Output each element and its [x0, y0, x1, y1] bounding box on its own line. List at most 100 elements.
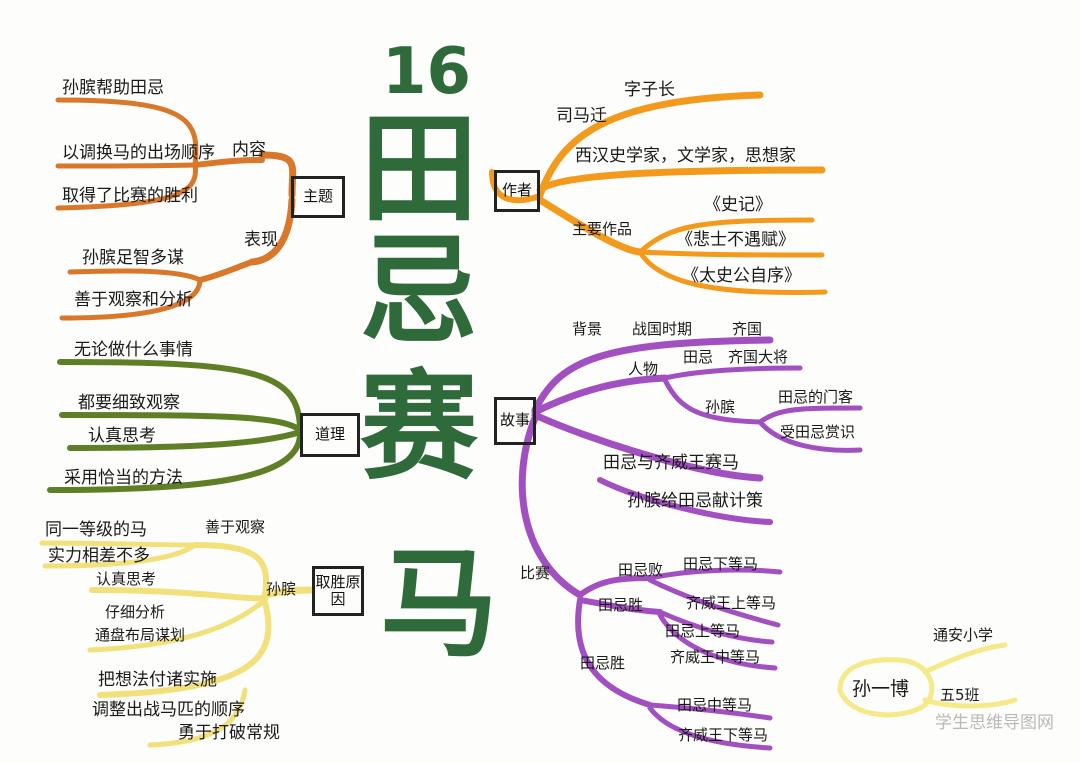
round3-item-1: 田忌中等马 — [677, 696, 753, 714]
author-courtesy: 字子长 — [624, 80, 675, 100]
round2-result: 田忌胜 — [598, 596, 644, 614]
author-work-2: 《悲士不遇赋》 — [676, 230, 795, 250]
reason-item-1: 无论做什么事情 — [74, 340, 193, 360]
tianji-desc: 齐国大将 — [728, 348, 789, 366]
story-branches — [518, 336, 863, 751]
round1-item-1: 田忌下等马 — [683, 555, 759, 573]
signature-line-school — [922, 642, 1008, 675]
signature-name: 孙一博 — [852, 678, 910, 700]
observe-line — [192, 542, 269, 598]
think-line — [89, 587, 268, 602]
act-line — [97, 599, 272, 698]
reason-item-2: 都要细致观察 — [78, 393, 180, 413]
author-works-label: 主要作品 — [572, 220, 633, 238]
signature-branches — [837, 642, 1018, 718]
reason-item-3: 认真思考 — [88, 426, 156, 446]
act-item-3: 勇于打破常规 — [178, 723, 280, 743]
round1-item-1 — [647, 567, 783, 581]
title-char-1: 田 — [360, 100, 479, 238]
act-item-2: 调整出战马匹的顺序 — [92, 700, 245, 720]
people-label: 人物 — [628, 360, 659, 378]
think-item-1: 仔细分析 — [105, 603, 166, 621]
plot-item-1: 田忌与齐威王赛马 — [603, 453, 739, 473]
observe-label: 善于观察 — [205, 518, 266, 536]
reason-line-2 — [59, 412, 303, 433]
work-line-1 — [637, 217, 815, 255]
round1-item-2: 齐威王上等马 — [686, 594, 777, 612]
tianji-name: 田忌 — [683, 348, 714, 366]
sunbin-line — [662, 377, 763, 425]
win-reason-box: 取胜原因 — [312, 566, 364, 616]
act-item-1: 把想法付诸实施 — [98, 670, 217, 690]
author-line-name — [536, 91, 764, 199]
reason-line-3 — [67, 429, 303, 451]
observe-item-2: 实力相差不多 — [48, 546, 150, 566]
author-line-works — [536, 196, 644, 256]
sunbin-desc-1: 田忌的门客 — [778, 388, 854, 406]
observe-item-1: 同一等级的马 — [45, 520, 147, 540]
round2-item-1 — [657, 609, 775, 645]
round3-result: 田忌胜 — [580, 654, 626, 672]
author-branches — [489, 91, 828, 295]
round3-line — [575, 597, 653, 708]
round3-item-2: 齐威王下等马 — [678, 726, 769, 744]
expression-line-1 — [67, 268, 203, 283]
watermark-text: 学生思维导图网 — [935, 713, 1054, 733]
author-line-desc — [536, 166, 826, 194]
think-item-line — [87, 597, 268, 653]
author-desc: 西汉史学家，文学家，思想家 — [575, 146, 796, 166]
plot-item-2: 孙膑给田忌献计策 — [627, 491, 763, 511]
reason-branches — [47, 359, 303, 493]
background-label: 背景 — [572, 320, 603, 338]
work-line-2 — [637, 249, 825, 258]
tianji-line — [662, 365, 803, 381]
round1-item-2 — [647, 577, 781, 628]
content-item-2: 以调换马的出场顺序 — [62, 143, 215, 163]
story-box: 故事 — [494, 397, 536, 445]
reason-line-1 — [57, 359, 303, 433]
sunbin-name: 孙膑 — [705, 398, 736, 416]
content-stem — [192, 157, 265, 168]
author-box: 作者 — [494, 170, 540, 212]
story-people-line — [531, 374, 669, 416]
think-item-2: 通盘布局谋划 — [95, 626, 186, 644]
theme-box: 主题 — [291, 176, 345, 218]
story-background-line — [531, 336, 774, 414]
signature-oval — [837, 657, 935, 718]
theme-branches — [55, 97, 297, 321]
win-branches — [39, 540, 314, 748]
content-line-1 — [55, 97, 199, 168]
title-char-4: 马 — [380, 535, 499, 673]
round1-result: 田忌败 — [618, 561, 664, 579]
content-label: 内容 — [232, 140, 266, 160]
expression-item-2: 善于观察和分析 — [74, 290, 193, 310]
reason-item-4: 采用恰当的方法 — [64, 468, 183, 488]
content-line-3 — [55, 162, 199, 211]
content-item-1: 孙膑帮助田忌 — [62, 78, 164, 98]
signature-class: 五5班 — [940, 686, 980, 704]
author-stem — [489, 169, 543, 203]
expression-line-2 — [59, 277, 203, 321]
expression-item-1: 孙膑足智多谋 — [82, 248, 184, 268]
observe-item-line-2 — [42, 542, 198, 569]
lesson-number: 16 — [382, 35, 472, 109]
race-label: 比赛 — [520, 564, 551, 582]
round2-line — [577, 597, 663, 615]
author-work-3: 《太史公自序》 — [682, 266, 801, 286]
background-period: 战国时期 — [632, 320, 693, 338]
work-line-3 — [637, 249, 828, 295]
sunbin-desc-line-1 — [757, 405, 863, 425]
title-char-3: 赛 — [360, 358, 479, 496]
act-item-line — [147, 687, 248, 748]
plot-line-2 — [597, 477, 773, 525]
round3-item-1 — [647, 702, 773, 721]
sunbin-desc-2: 受田忌赏识 — [780, 423, 856, 441]
expression-label: 表现 — [244, 230, 278, 250]
author-work-1: 《史记》 — [704, 195, 772, 215]
content-item-3: 取得了比赛的胜利 — [62, 186, 198, 206]
think-label: 认真思考 — [96, 570, 157, 588]
round1-line — [577, 575, 653, 598]
reason-box: 道理 — [300, 413, 360, 457]
